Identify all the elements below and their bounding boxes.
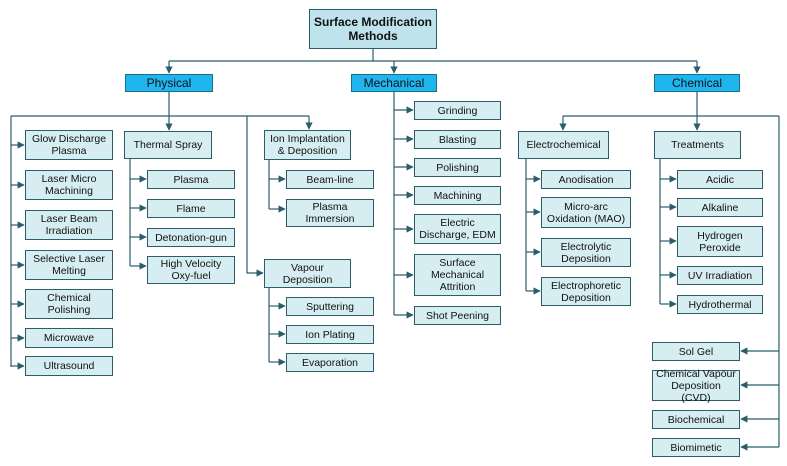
treatments-node: Treatments — [654, 131, 741, 159]
physical-item: Selective Laser Melting — [25, 250, 113, 280]
physical-item: Laser Micro Machining — [25, 170, 113, 200]
electrochemical-item: Anodisation — [541, 170, 631, 189]
ion-implantation-node: Ion Implantation & Deposition — [264, 130, 351, 160]
vapour-deposition-item: Sputtering — [286, 297, 374, 316]
physical-item: Glow Discharge Plasma — [25, 130, 113, 160]
chemical-item: Sol Gel — [652, 342, 740, 361]
category-chemical: Chemical — [654, 74, 740, 92]
chemical-item: Biomimetic — [652, 438, 740, 457]
vapour-deposition-item: Ion Plating — [286, 325, 374, 344]
root-node: Surface Modification Methods — [309, 9, 437, 49]
mechanical-item: Polishing — [414, 158, 501, 177]
chemical-item: Chemical Vapour Deposition (CVD) — [652, 368, 740, 404]
connector-arrow — [246, 116, 264, 277]
treatments-item: Hydrogen Peroxide — [677, 226, 763, 257]
electrochemical-item: Electrophoretic Deposition — [541, 277, 631, 306]
mechanical-item: Surface Mechanical Attrition — [414, 254, 501, 296]
mechanical-item: Electric Discharge, EDM — [414, 214, 501, 244]
category-mechanical: Mechanical — [351, 74, 437, 92]
mechanical-item: Grinding — [414, 101, 501, 120]
thermal-spray-item: Detonation-gun — [147, 228, 235, 247]
electrochemical-node: Electrochemical — [518, 131, 609, 159]
ion-implantation-item: Plasma Immersion — [286, 199, 374, 227]
category-physical: Physical — [125, 74, 213, 92]
physical-item: Ultrasound — [25, 356, 113, 376]
chemical-item: Biochemical — [652, 410, 740, 429]
physical-item: Laser Beam Irradiation — [25, 210, 113, 240]
treatments-item: UV Irradiation — [677, 266, 763, 285]
treatments-item: Acidic — [677, 170, 763, 189]
mechanical-item: Shot Peening — [414, 306, 501, 325]
electrochemical-item: Micro-arc Oxidation (MAO) — [541, 197, 631, 228]
electrochemical-item: Electrolytic Deposition — [541, 238, 631, 267]
mechanical-item: Machining — [414, 186, 501, 205]
physical-item: Microwave — [25, 328, 113, 348]
ion-implantation-item: Beam-line — [286, 170, 374, 189]
thermal-spray-item: Flame — [147, 199, 235, 218]
thermal-spray-node: Thermal Spray — [124, 131, 212, 159]
treatments-item: Alkaline — [677, 198, 763, 217]
mechanical-item: Blasting — [414, 130, 501, 149]
vapour-deposition-item: Evaporation — [286, 353, 374, 372]
thermal-spray-item: High Velocity Oxy-fuel — [147, 256, 235, 284]
treatments-item: Hydrothermal — [677, 295, 763, 314]
vapour-deposition-node: Vapour Deposition — [264, 259, 351, 288]
physical-item: Chemical Polishing — [25, 289, 113, 319]
thermal-spray-item: Plasma — [147, 170, 235, 189]
